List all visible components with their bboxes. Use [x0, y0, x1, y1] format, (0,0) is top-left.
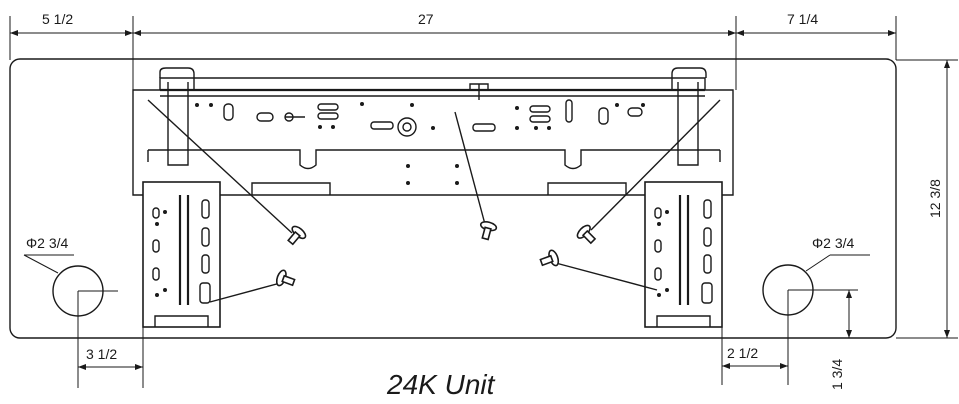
- left-hole-edge-dimension: [78, 327, 144, 388]
- plate-width-label: 27: [418, 11, 434, 27]
- right-hole-height-label: 1 3/4: [829, 359, 845, 390]
- diagram-caption: 24K Unit: [386, 369, 496, 400]
- height-dimension-line: [896, 59, 958, 339]
- right-offset-label: 7 1/4: [787, 11, 818, 27]
- right-wall-bracket: [644, 181, 723, 328]
- mounting-plate: [132, 67, 734, 196]
- left-hole-diameter-label: Φ2 3/4: [26, 235, 69, 251]
- screw-icon: [539, 249, 560, 267]
- height-label: 12 3/8: [927, 179, 943, 218]
- screws: [147, 99, 721, 303]
- top-dimension-line: [9, 16, 897, 90]
- screw-icon: [275, 269, 296, 287]
- screw-icon: [287, 225, 307, 246]
- screw-icon: [479, 221, 498, 241]
- unit-outline: [9, 58, 897, 339]
- right-pipe-hole: [762, 254, 870, 385]
- right-hole-edge-label: 2 1/2: [727, 345, 758, 361]
- right-hole-diameter-label: Φ2 3/4: [812, 235, 855, 251]
- left-wall-bracket: [142, 181, 221, 328]
- right-hole-edge-dimension: [721, 327, 788, 385]
- screw-icon: [576, 224, 597, 245]
- right-hole-height-dimension: [846, 290, 852, 338]
- left-offset-label: 5 1/2: [42, 11, 73, 27]
- left-hole-edge-label: 3 1/2: [86, 346, 117, 362]
- left-pipe-hole: [23, 254, 118, 388]
